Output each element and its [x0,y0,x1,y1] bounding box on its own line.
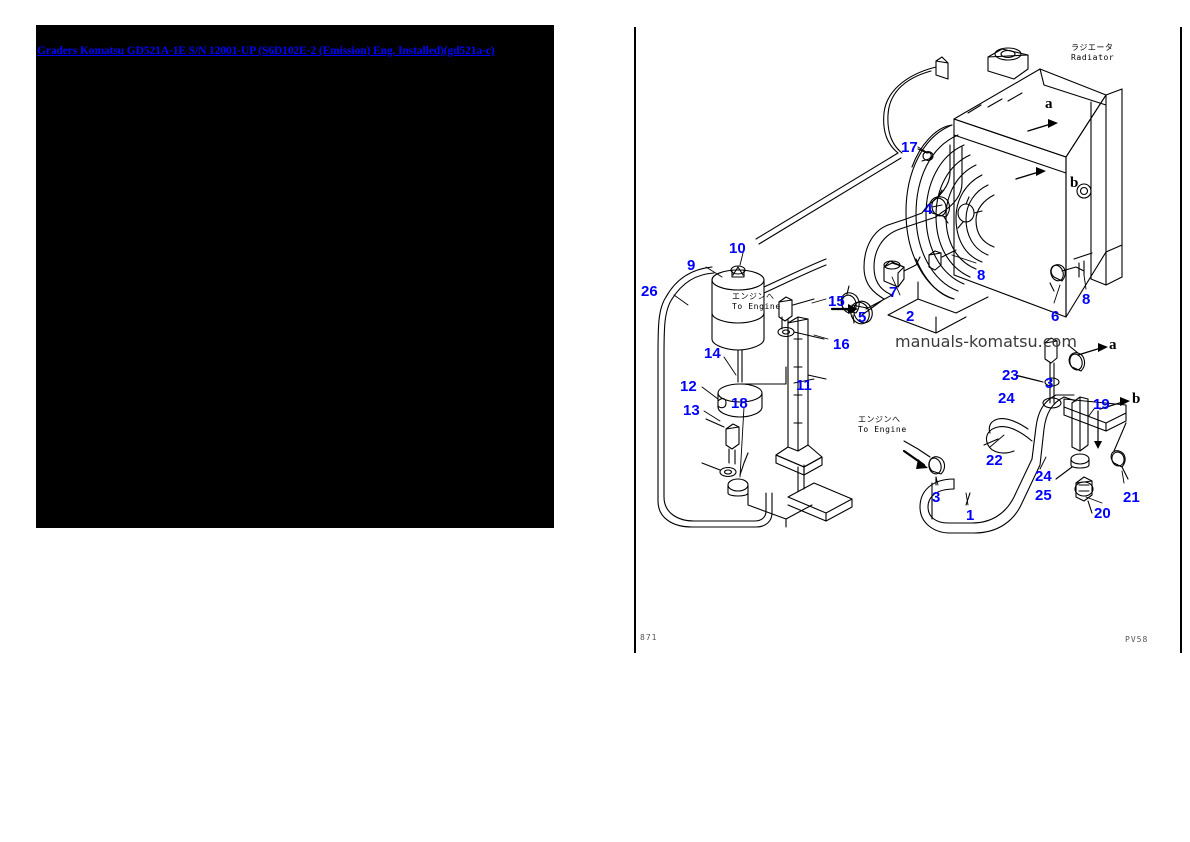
callout-number-15: 15 [828,293,845,310]
callout-number-26: 26 [641,283,658,300]
page-code-right: PV58 [1125,635,1149,644]
callout-number-8: 8 [977,267,986,284]
callout-number-13: 13 [683,402,700,419]
callout-number-24b: 24 [1035,468,1052,485]
callout-number-6: 6 [1051,308,1060,325]
callout-number-19: 19 [1093,396,1110,413]
document-preview-panel: Graders Komatsu GD521A-1E S/N 12001-UP (… [36,25,554,528]
callout-number-20: 20 [1094,505,1111,522]
callout-number-12: 12 [680,378,697,395]
watermark-text: manuals-komatsu.com [895,332,1077,351]
radiator-label: ラジエータ Radiator [1071,43,1114,63]
document-title-link[interactable]: Graders Komatsu GD521A-1E S/N 12001-UP (… [37,45,495,57]
callout-number-10: 10 [729,240,746,257]
to-engine-en-2: To Engine [858,425,907,434]
callout-number-9: 9 [687,257,696,274]
callout-number-14: 14 [704,345,721,362]
to-engine-en: To Engine [732,302,781,311]
callout-number-22: 22 [986,452,1003,469]
callout-number-11: 11 [796,377,812,394]
callout-number-4: 4 [924,201,933,218]
to-engine-label-lower: エンジンへ To Engine [858,415,907,435]
callout-number-5: 5 [858,309,867,326]
callout-number-23: 23 [1002,367,1019,384]
callout-number-2: 2 [906,308,915,325]
callout-number-8b: 8 [1082,291,1091,308]
callout-number-1: 1 [966,507,975,524]
callout-number-16: 16 [833,336,850,353]
callout-number-3: 3 [932,489,941,506]
parts-diagram-drawing [657,47,1130,534]
radiator-label-en: Radiator [1071,53,1115,62]
callout-number-3b: 3 [1045,375,1054,392]
callout-number-24: 24 [998,390,1015,407]
radiator-label-jp: ラジエータ [1071,43,1114,52]
callout-number-17: 17 [901,139,918,156]
callout-number-21: 21 [1123,489,1140,506]
to-engine-label-upper: エンジンへ To Engine [732,292,781,312]
to-engine-jp: エンジンへ [732,292,775,301]
section-mark-a-upper: a [1045,96,1053,112]
page-code-left: 871 [640,633,658,642]
callout-number-18: 18 [731,395,748,412]
callout-number-7: 7 [889,284,898,301]
section-mark-b-lower: b [1132,391,1141,407]
to-engine-jp-2: エンジンへ [858,415,901,424]
parts-diagram-panel: ラジエータ Radiator エンジンへ To Engine エンジンへ To … [634,27,1182,653]
section-mark-a-lower: a [1109,337,1117,353]
section-mark-b-upper: b [1070,175,1079,191]
callout-number-25: 25 [1035,487,1052,504]
